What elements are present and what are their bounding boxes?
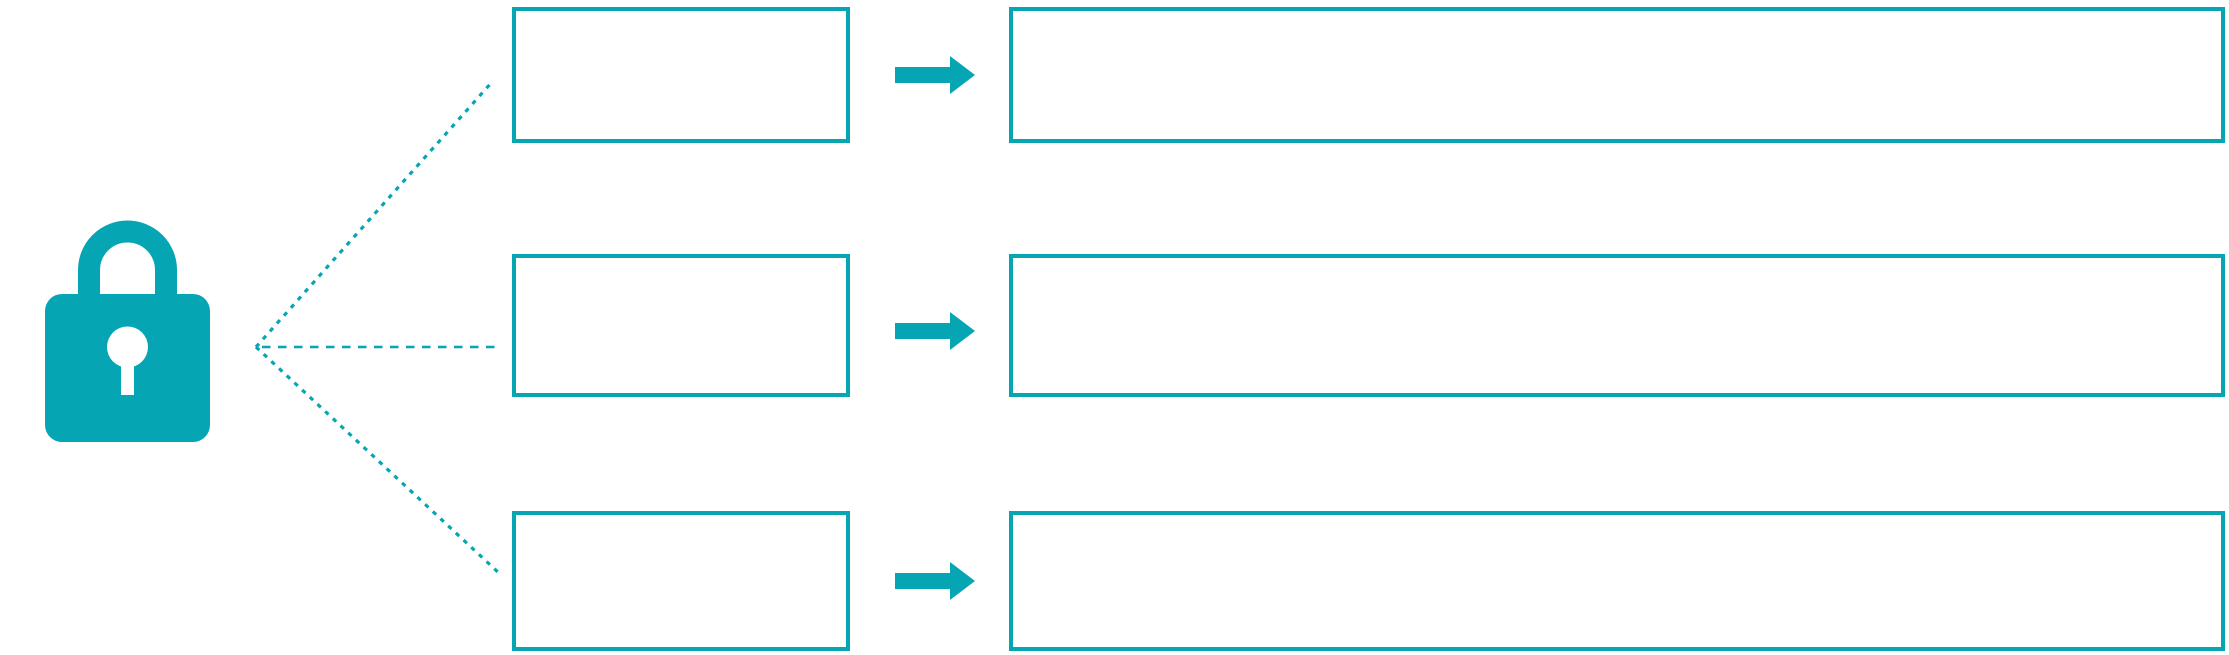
lock-icon [45,220,210,442]
term-box-1-text [516,11,846,139]
definition-box-2-text [1013,258,2221,393]
term-box-2 [512,254,850,397]
connector-line-bottom [254,345,502,576]
right-arrow-icon [895,312,975,350]
definition-box-1 [1009,7,2225,143]
term-box-3-text [516,515,846,647]
keyhole-stem [121,351,134,395]
definition-box-1-text [1013,11,2221,139]
definition-box-3-text [1013,515,2221,647]
right-arrow-shape [895,562,975,600]
term-box-2-text [516,258,846,393]
definition-box-2 [1009,254,2225,397]
definition-box-3 [1009,511,2225,651]
connector-line-top [254,80,494,349]
right-arrow-shape [895,312,975,350]
lock-shackle [78,220,177,310]
term-box-1 [512,7,850,143]
right-arrow-icon [895,562,975,600]
keyhole-icon [107,326,148,368]
right-arrow-icon [895,56,975,94]
right-arrow-shape [895,56,975,94]
term-box-3 [512,511,850,651]
